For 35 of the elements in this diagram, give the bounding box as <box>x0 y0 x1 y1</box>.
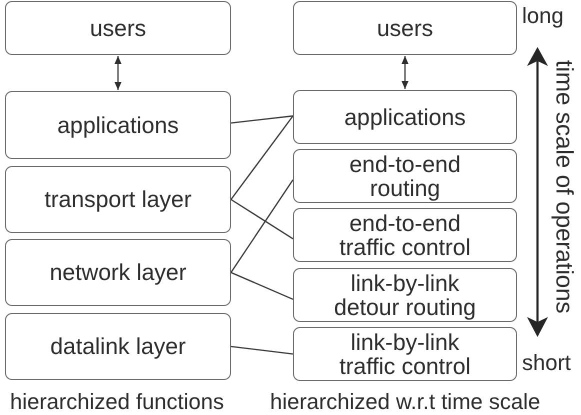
layer-box <box>5 166 231 233</box>
scale-end-label: short <box>522 350 571 376</box>
layer-box <box>5 91 231 159</box>
layer-box <box>293 327 517 381</box>
connector-line <box>230 116 294 200</box>
connector-line <box>230 115 294 124</box>
box-label: users <box>90 16 146 40</box>
double-arrow <box>402 56 408 89</box>
layer-box <box>5 313 231 380</box>
layer-box <box>293 90 517 144</box>
connector-line <box>230 198 294 240</box>
layer-box <box>293 208 517 262</box>
connector-line <box>230 179 294 273</box>
layer-box <box>5 1 231 55</box>
layer-box <box>293 268 517 322</box>
layer-box <box>5 239 231 306</box>
double-arrow <box>114 56 122 90</box>
box-label: users <box>376 16 434 40</box>
connector-line <box>230 346 294 355</box>
layer-box <box>293 1 517 55</box>
box-label: end-to-end traffic control <box>338 210 472 260</box>
box-label: transport layer <box>44 187 192 212</box>
box-label: link-by-link traffic control <box>338 330 472 378</box>
box-label: link-by-link detour routing <box>333 270 477 320</box>
column-caption: hierarchized w.r.t time scale <box>270 389 540 414</box>
box-label: applications <box>344 104 466 130</box>
box-label: end-to-end routing <box>348 152 462 200</box>
box-label: applications <box>57 112 179 138</box>
layer-box <box>293 149 517 203</box>
scale-end-label: long <box>522 3 564 28</box>
axis-label: time scale of operations <box>550 60 578 314</box>
box-label: datalink layer <box>50 334 186 359</box>
connector-line <box>230 272 294 300</box>
box-label: network layer <box>50 260 186 285</box>
column-caption: hierarchized functions <box>10 389 224 414</box>
